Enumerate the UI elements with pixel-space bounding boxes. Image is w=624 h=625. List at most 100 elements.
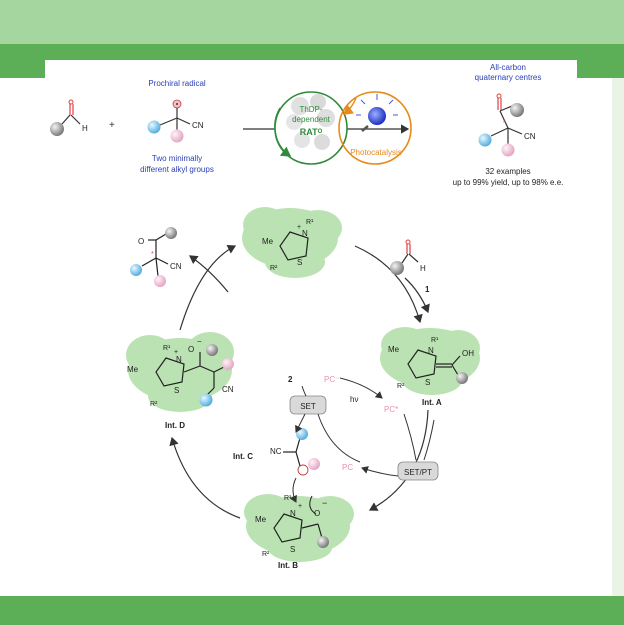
int-c-pink-ball [308, 458, 320, 470]
blue-substituent-ball [147, 120, 161, 134]
top-r1: R¹ [306, 219, 314, 226]
product-pink-ball [501, 143, 515, 157]
int-c-blue-ball [296, 428, 308, 440]
panel-tab [45, 60, 577, 82]
int-b-minus: − [322, 498, 327, 508]
top-s: S [297, 258, 302, 267]
alkyl-groups-line2: different alkyl groups [140, 165, 214, 174]
photocatalysis-circle: Photocatalysis [338, 91, 412, 165]
product-release-arrow [189, 255, 229, 293]
top-me: Me [262, 237, 274, 246]
photocatalysis-label: Photocatalysis [350, 148, 402, 157]
prochiral-radical-structure: CN [147, 99, 204, 143]
int-b-label: Int. B [278, 561, 298, 570]
reagent-2-label: 2 [288, 375, 293, 384]
cycle-product-blue-ball [130, 264, 142, 276]
product-header-line1: All-carbon [490, 63, 526, 72]
int-d-o: O [188, 345, 194, 354]
int-a-oh: OH [462, 349, 474, 358]
enzyme-blob-int-a [380, 327, 480, 395]
int-b-o: O [314, 509, 320, 518]
radical-cn-label: CN [192, 121, 204, 130]
int-d-r2: R² [150, 401, 158, 408]
int-b-s: S [290, 545, 295, 554]
int-d-pink-ball [222, 358, 234, 370]
int-a-me: Me [388, 345, 400, 354]
enzyme-blob-int-d [126, 332, 234, 412]
int-a-grey-ball [456, 372, 468, 384]
int-a-r2: R² [397, 383, 405, 390]
aldehyde-grey-ball [390, 261, 404, 275]
int-d-minus: − [197, 337, 202, 346]
pc-minus-upper: PC⁻ [324, 375, 339, 384]
cycle-product-pink-ball [154, 275, 166, 287]
product-cn-label: CN [524, 132, 536, 141]
pc-star-label: PC* [384, 405, 398, 414]
int-c-nc: NC [270, 447, 282, 456]
enzyme-blob-top [242, 207, 342, 278]
thdp-line2: dependent [292, 115, 331, 124]
cycle-product-o: O [138, 237, 144, 246]
product-header-line2: quaternary centres [475, 73, 542, 82]
int-b-plus: + [298, 503, 302, 510]
thdp-enzyme-circle: ThDP- dependent RATᴼ [274, 91, 348, 165]
product-structure: CN * [478, 93, 536, 157]
rat-label: RATᴼ [300, 127, 323, 137]
set-label: SET [300, 402, 316, 411]
frame-top-band [0, 0, 624, 44]
int-a-n: N [428, 346, 434, 355]
aldehyde-cycle-h: H [420, 264, 426, 273]
int-b-grey-ball [317, 536, 329, 548]
int-c-label: Int. C [233, 452, 253, 461]
cycle-product-cn: CN [170, 262, 182, 271]
top-n: N [302, 229, 308, 238]
int-c-structure: NC [270, 428, 320, 476]
int-d-label: Int. D [165, 421, 185, 430]
cycle-arrow-bottom-right [368, 409, 429, 511]
alkyl-groups-line1: Two minimally [152, 154, 202, 163]
cycle-product-grey-ball [165, 227, 177, 239]
int-d-n: N [176, 355, 182, 364]
reagent-1-label: 1 [425, 285, 430, 294]
product-blue-ball [478, 133, 492, 147]
frame-bottom-band [0, 596, 624, 625]
top-r2: R² [270, 265, 278, 272]
thdp-line1: ThDP- [299, 105, 322, 114]
cycle-product-star: * [151, 251, 154, 258]
cycle-arrow-top-left [179, 245, 237, 331]
int-a-r1: R¹ [431, 337, 439, 344]
thiazolium-top: Me N + R¹ S R² [262, 219, 314, 272]
int-c-radical-icon [297, 464, 309, 476]
grey-substituent-ball [50, 122, 64, 136]
int-d-s: S [174, 386, 179, 395]
hv-label: hν [350, 395, 358, 404]
product-stereocenter: * [503, 120, 506, 127]
cycle-arrow-top-right [354, 245, 423, 324]
int-b-structure: Me N + R¹ S R² O − [255, 495, 329, 558]
pink-substituent-ball [170, 129, 184, 143]
setpt-label: SET/PT [404, 468, 432, 477]
top-plus: + [297, 224, 301, 231]
int-b-n: N [290, 509, 296, 518]
plus-sign: + [109, 120, 115, 131]
int-d-grey-ball [206, 344, 218, 356]
int-b-r1: R¹ [284, 495, 292, 502]
int-d-me: Me [127, 365, 139, 374]
light-bulb-icon [356, 94, 398, 132]
setpt-box: SET/PT [397, 461, 439, 481]
aldehyde-cycle: H [390, 239, 426, 275]
aldehyde-structure: H [50, 99, 88, 136]
int-a-structure: Me N R¹ S R² OH [388, 337, 474, 390]
pc-label: PC [342, 463, 353, 472]
prochiral-radical-label: Prochiral radical [148, 79, 206, 88]
examples-count: 32 examples [485, 167, 530, 176]
yield-ee-text: up to 99% yield, up to 98% e.e. [453, 178, 564, 187]
int-a-label: Int. A [422, 398, 442, 407]
int-d-structure: Me N + R¹ S R² O − CN [127, 337, 234, 408]
cycle-arrow-bottom-left [169, 436, 241, 519]
substrate-entry-arrow [404, 277, 430, 314]
int-d-cn: CN [222, 385, 234, 394]
aldehyde-h-label: H [82, 124, 88, 133]
